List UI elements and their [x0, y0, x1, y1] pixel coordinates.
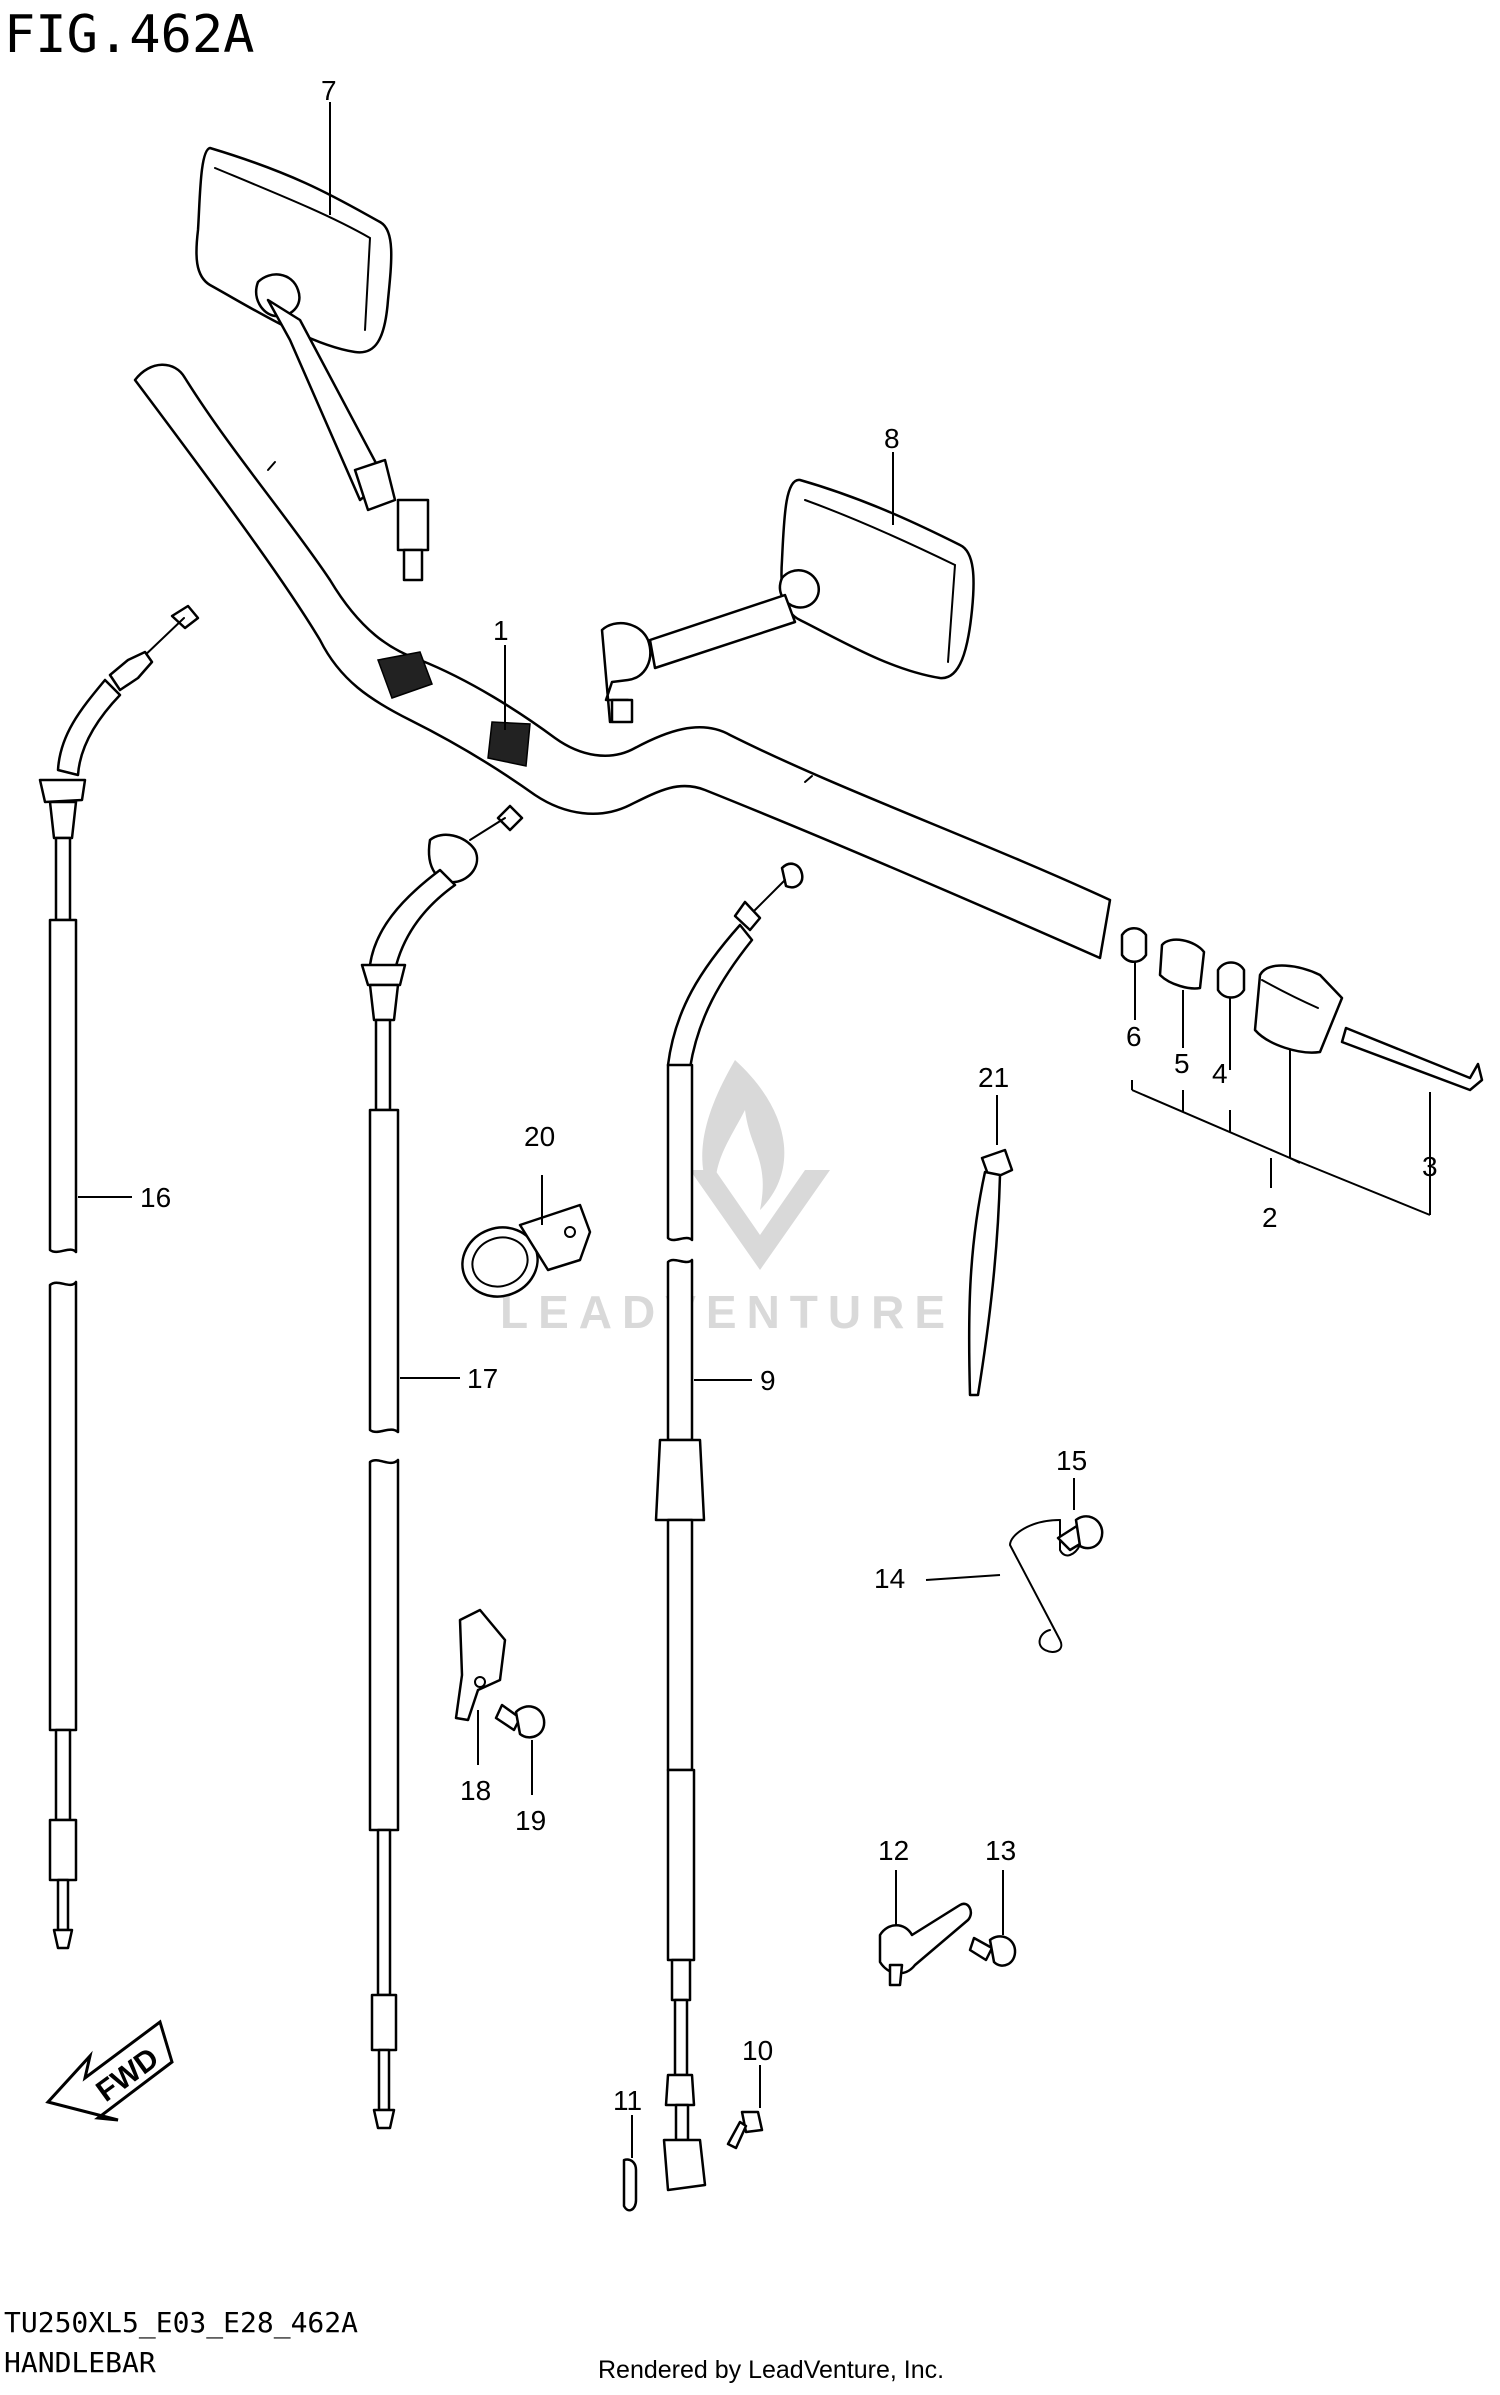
part-end-weight-assembly	[1120, 927, 1484, 1092]
figure-code: TU250XL5_E03_E28_462A	[4, 2306, 358, 2340]
callout-19: 19	[515, 1805, 546, 1836]
part-5-rubber	[1158, 938, 1206, 990]
part-handlebar	[133, 363, 1112, 960]
part-18-bracket	[454, 1608, 507, 1722]
part-19-bolt	[494, 1703, 546, 1739]
part-10-bolt	[726, 2110, 764, 2150]
callout-10: 10	[742, 2035, 773, 2066]
callout-4: 4	[1212, 1058, 1228, 1089]
leadventure-watermark: LEADVENTURE	[500, 1060, 955, 1338]
callout-8: 8	[884, 423, 900, 454]
watermark-text: LEADVENTURE	[500, 1286, 955, 1338]
callout-18: 18	[460, 1775, 491, 1806]
part-15-bolt	[1056, 1515, 1104, 1552]
figure-name: HANDLEBAR	[4, 2346, 156, 2379]
callout-17: 17	[467, 1363, 498, 1394]
callout-1: 1	[493, 615, 509, 646]
handlebar-knurl-lower	[487, 721, 531, 767]
handlebar-knurl-upper	[376, 651, 433, 699]
callout-9: 9	[760, 1365, 776, 1396]
part-21-cable-tie	[967, 1148, 1014, 1397]
part-cable-17	[360, 804, 524, 2130]
part-20-clamp	[461, 1203, 592, 1298]
callout-6: 6	[1126, 1021, 1142, 1052]
callout-3: 3	[1422, 1151, 1438, 1182]
callout-13: 13	[985, 1835, 1016, 1866]
callout-2: 2	[1262, 1202, 1278, 1233]
part-2-weight	[1253, 964, 1344, 1054]
render-credit: Rendered by LeadVenture, Inc.	[598, 2356, 944, 2384]
part-6-collar	[1120, 927, 1148, 963]
part-14-spring-clip	[1008, 1519, 1081, 1653]
callout-16: 16	[140, 1182, 171, 1213]
callout-15: 15	[1056, 1445, 1087, 1476]
part-3-screw	[1340, 1026, 1484, 1092]
part-4-nut	[1216, 961, 1246, 999]
part-cable-9-clevis	[662, 2138, 707, 2192]
figure-title: FIG.462A	[4, 5, 254, 65]
part-cable-9	[654, 862, 804, 2192]
callout-20: 20	[524, 1121, 555, 1152]
callout-7: 7	[321, 75, 337, 106]
part-mirror-right	[600, 478, 975, 724]
part-11-cotter-pin	[622, 2158, 638, 2212]
callout-11: 11	[613, 2085, 642, 2116]
callout-12: 12	[878, 1835, 909, 1866]
leader-lines	[78, 102, 1431, 2158]
part-mirror-left	[195, 146, 430, 582]
callout-14: 14	[874, 1563, 905, 1594]
callout-5: 5	[1174, 1048, 1190, 1079]
part-13-bolt	[968, 1935, 1017, 1967]
callout-21: 21	[978, 1062, 1009, 1093]
callouts: 1 2 3 4 5 6 7 8 9 10 11 12 13 14 15 16 1…	[140, 75, 1438, 2116]
fwd-direction-arrow: FWD	[45, 2019, 174, 2122]
part-cable-16	[38, 604, 200, 1950]
part-12-holder	[878, 1902, 973, 1987]
